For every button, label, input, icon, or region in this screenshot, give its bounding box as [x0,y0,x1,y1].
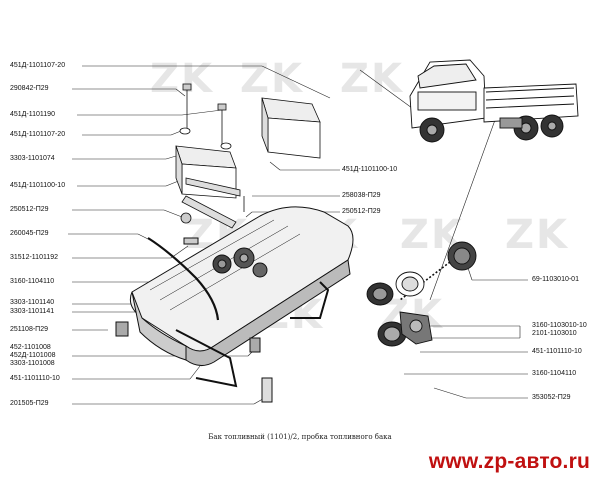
part-label: 3303-1101074 [10,155,55,162]
part-label: 3303-1101008 [10,360,55,367]
part-label: 451Д-1101107-20 [10,131,66,138]
part-label: 451Д-1101100-10 [342,166,398,173]
part-label: 2101-1103010 [532,330,577,337]
part-label: 251108-П29 [10,326,48,333]
part-label: 452Д-1101008 [10,352,56,359]
part-label: 3160-1104110 [532,370,577,377]
part-label: 451Д-1101190 [10,111,55,118]
tank-cap-parts [366,241,477,347]
part-label: 353052-П29 [532,394,571,401]
part-label: 451Д-1101107-20 [10,62,66,69]
website-url: www.zp-авто.ru [428,450,590,473]
watermark: ZK [340,56,404,102]
part-label: 3160-1103010-10 [532,322,587,329]
part-label: 3303-1101140 [10,299,55,306]
watermark: ZK [150,56,214,102]
part-label: 451Д-1101100-10 [10,182,66,189]
truck-illustration [409,59,579,143]
part-label: 290842-П29 [10,85,49,92]
part-label: 451-1101110-10 [10,375,60,382]
part-label: 452-1101008 [10,344,51,351]
part-label: 3160-1104110 [10,278,55,285]
part-label: 260045-П29 [10,230,49,237]
part-label: 258038-П29 [342,192,381,199]
fuel-tank [115,206,354,403]
part-label: 250512-П29 [342,208,381,215]
part-label: 31512-1101192 [10,254,59,261]
part-label: 201505-П29 [10,400,49,407]
diagram-caption: Бак топливный (1101)/2, пробка топливног… [208,433,392,441]
part-label: 3303-1101141 [10,308,55,315]
watermark: ZK [505,212,569,258]
part-label: 69-1103010-01 [532,276,579,283]
part-label: 250512-П29 [10,206,49,213]
watermark: ZK [240,56,304,102]
upper-fasteners [175,83,321,229]
part-label: 451-1101110-10 [532,348,582,355]
